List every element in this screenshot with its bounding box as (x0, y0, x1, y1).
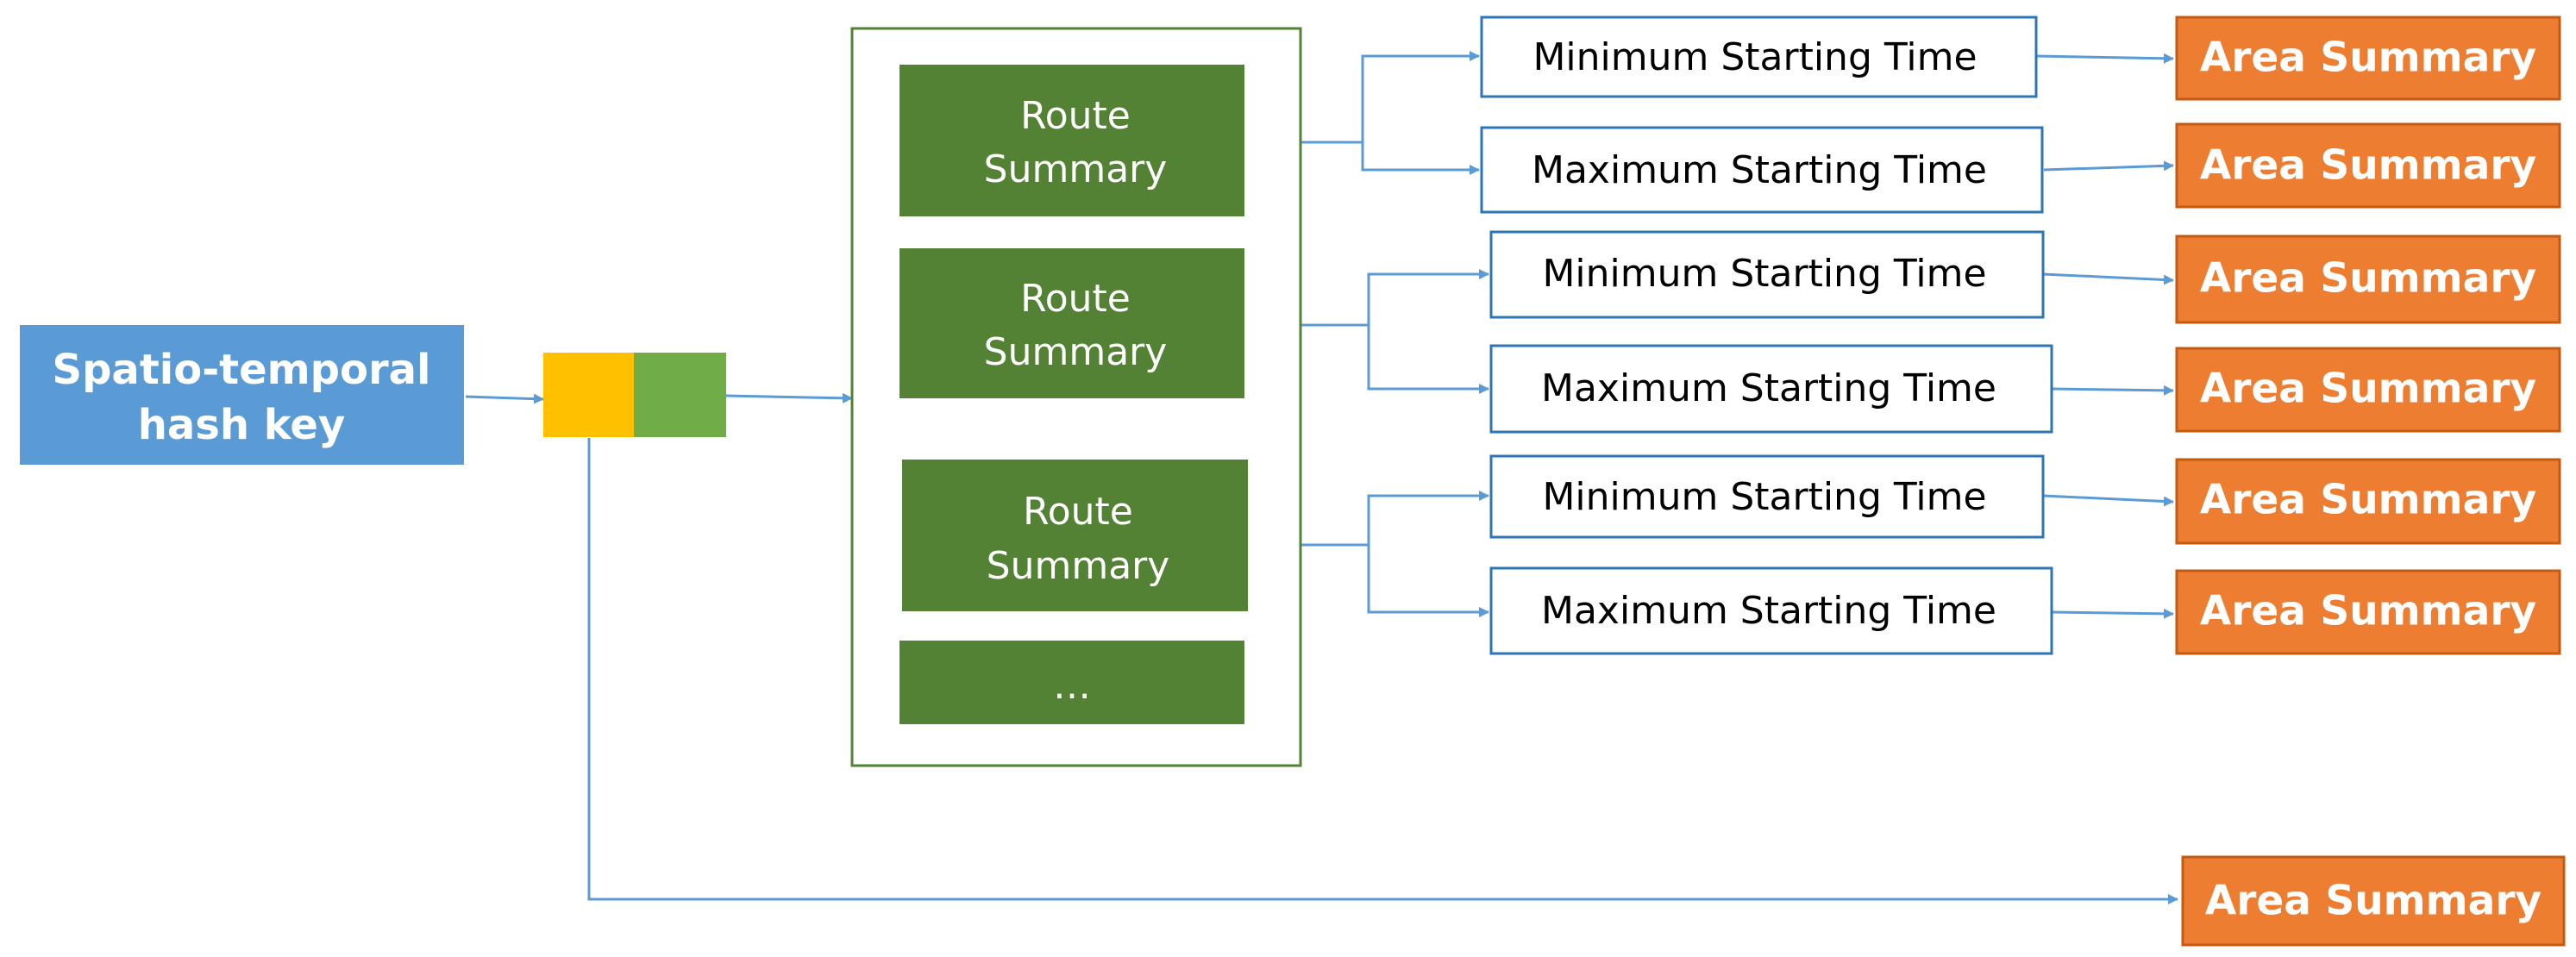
connector-route-2-to-min-time (1245, 269, 1489, 327)
time-box-5-label: Minimum Starting Time (1542, 475, 1986, 519)
route-summary-3-line2: Summary (987, 544, 1170, 588)
hash-key-label-line2: hash key (138, 401, 346, 449)
bucket-cell-green (634, 353, 726, 437)
time-box-1 (1480, 16, 2038, 98)
time-box-2-label: Maximum Starting Time (1532, 148, 1987, 192)
connector-route-3-to-max-time (1367, 545, 1489, 617)
hash-key-node: Spatio-temporal hash key (20, 325, 464, 465)
area-summary-box-3 (2175, 235, 2561, 324)
hash-key-label-line1: Spatio-temporal (53, 346, 431, 394)
time-box-2 (1480, 126, 2044, 214)
area-summary-box-7 (2181, 855, 2566, 947)
area-summary-5-label: Area Summary (2200, 477, 2536, 524)
connector-key-to-bucket (465, 393, 544, 404)
area-summary-box-5 (2175, 458, 2561, 545)
time-box-6-label: Maximum Starting Time (1541, 589, 1996, 633)
hash-key-box (20, 325, 464, 465)
area-summary-box-1 (2175, 16, 2561, 101)
area-summaries: Area Summary Area Summary Area Summary A… (2175, 16, 2566, 947)
area-summary-3-label: Area Summary (2200, 255, 2536, 303)
connector-time-3-to-area (2042, 272, 2174, 285)
area-summary-7-label: Area Summary (2205, 878, 2542, 925)
connector-route-1-to-min-time (1245, 51, 1480, 144)
time-box-6 (1489, 566, 2053, 655)
connector-time-4-to-area (2052, 385, 2174, 396)
connector-bucket-to-routes (725, 392, 853, 403)
connector-route-3-to-min-time (1249, 491, 1489, 547)
connectors (465, 51, 2178, 904)
hash-bucket (543, 353, 726, 437)
route-summary-box-1 (899, 65, 1244, 216)
route-summary-box-3 (902, 460, 1248, 611)
route-summary-list: Route Summary Route Summary Route Summar… (850, 27, 1302, 767)
connector-time-6-to-area (2052, 608, 2174, 619)
route-summary-more-label: … (1053, 664, 1091, 708)
area-summary-4-label: Area Summary (2200, 366, 2536, 413)
route-summary-1-line1: Route (1020, 94, 1131, 138)
bucket-cell-yellow (543, 353, 634, 437)
connector-time-2-to-area (2043, 160, 2174, 172)
time-box-4-label: Maximum Starting Time (1541, 366, 1996, 410)
time-box-1-label: Minimum Starting Time (1532, 35, 1977, 79)
starting-time-boxes: Minimum Starting Time Maximum Starting T… (1480, 16, 2053, 655)
time-box-3-label: Minimum Starting Time (1542, 252, 1986, 296)
area-summary-box-4 (2175, 347, 2561, 433)
connector-bucket-to-area-bottom (587, 438, 2178, 904)
route-summary-2-line1: Route (1020, 277, 1131, 321)
connector-route-2-to-max-time (1367, 325, 1489, 394)
route-summary-2-line2: Summary (984, 330, 1168, 374)
area-summary-6-label: Area Summary (2200, 588, 2536, 635)
route-summary-more-box (899, 641, 1244, 724)
time-box-4 (1489, 344, 2053, 434)
route-summary-3-line1: Route (1023, 490, 1133, 534)
area-summary-box-6 (2175, 569, 2561, 655)
area-summary-box-2 (2175, 122, 2561, 209)
time-box-3 (1489, 230, 2045, 319)
area-summary-2-label: Area Summary (2200, 142, 2536, 190)
area-summary-1-label: Area Summary (2200, 34, 2536, 82)
route-summary-1-line2: Summary (984, 147, 1168, 191)
connector-time-5-to-area (2042, 494, 2174, 507)
route-summary-box-2 (899, 248, 1244, 398)
time-box-5 (1489, 454, 2045, 539)
connector-time-1-to-area (2036, 53, 2174, 64)
connector-route-1-to-max-time (1361, 142, 1480, 175)
